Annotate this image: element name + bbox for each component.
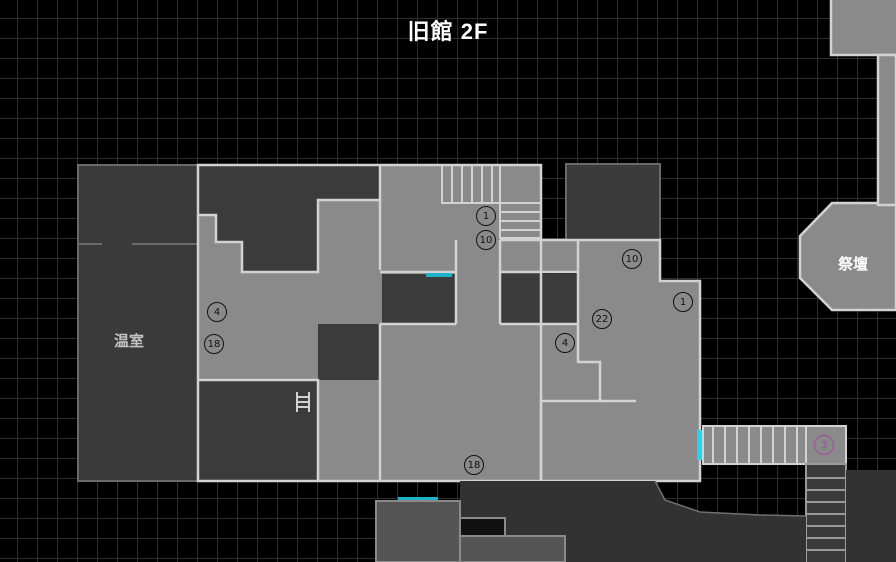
item-marker[interactable]: 4 [207,302,227,322]
terrain-edge [654,480,807,517]
lower-terrain-right [846,470,896,562]
greenhouse-area [77,164,199,482]
item-marker[interactable]: 18 [204,334,224,354]
door-inner [426,273,452,277]
altar-room [798,201,896,312]
floor-upper-corridor [456,240,501,324]
stairs-east [702,425,847,562]
item-marker[interactable]: 1 [476,206,496,226]
door-east [697,430,703,460]
upper-right-block [829,0,896,57]
item-marker[interactable]: 18 [464,455,484,475]
item-marker[interactable]: 10 [476,230,496,250]
ladder-icon [296,392,310,412]
item-marker[interactable]: 10 [622,249,642,269]
item-marker[interactable]: 1 [673,292,693,312]
dim-room-inner-2 [500,274,578,324]
dim-room-inner-1 [382,274,456,324]
altar-connector [876,53,896,207]
map-title: 旧館 2F [407,19,489,44]
stairs-top [441,164,542,239]
item-marker[interactable]: 4 [555,333,575,353]
item-marker[interactable]: 22 [592,309,612,329]
lower-annex [375,500,566,562]
floor-right-room [541,240,700,481]
walls [196,163,702,483]
room-label-altar: 祭壇 [838,256,869,273]
item-marker-special[interactable]: 3 [814,435,834,455]
floor-lower-strip [318,380,380,481]
dim-room-upper-right [565,163,661,241]
room-label-greenhouse: 温室 [114,333,145,350]
